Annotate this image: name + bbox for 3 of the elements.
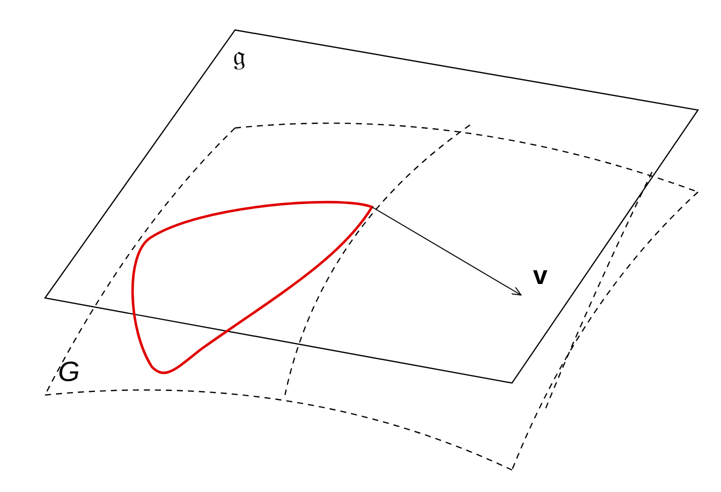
vector-label: v bbox=[533, 262, 548, 288]
group-label: G bbox=[58, 358, 80, 386]
algebra-label: 𝔤 bbox=[233, 42, 245, 70]
